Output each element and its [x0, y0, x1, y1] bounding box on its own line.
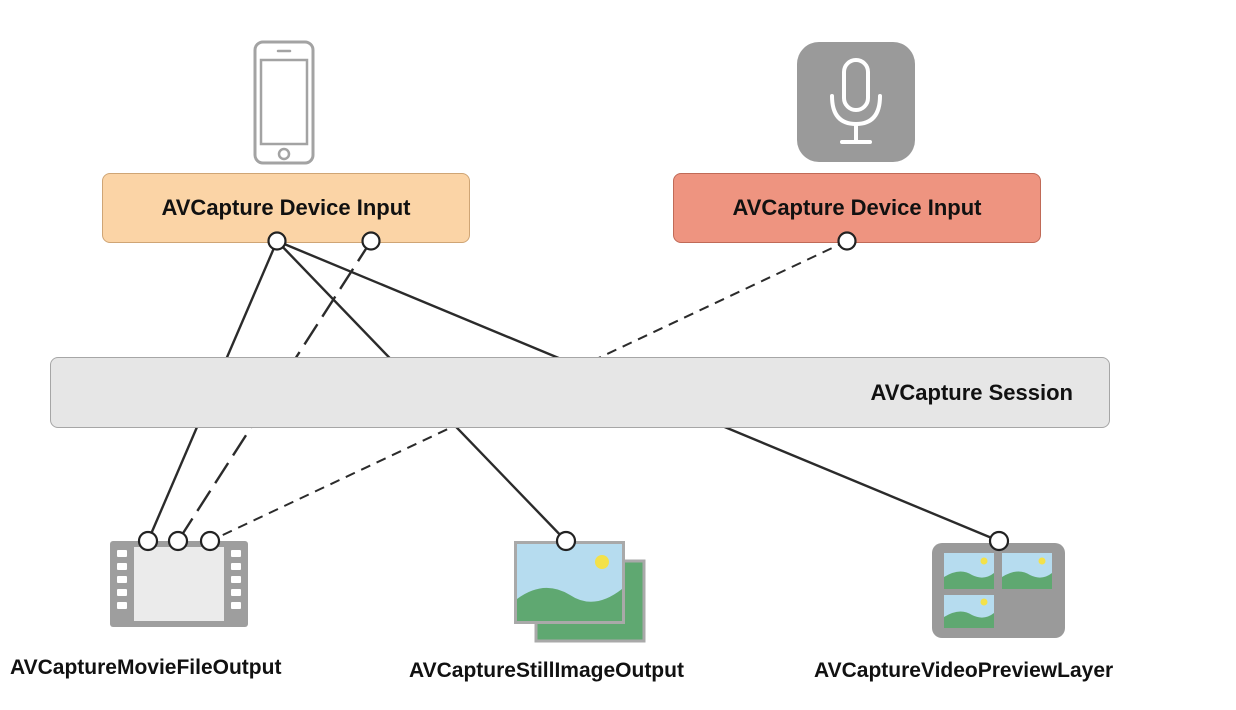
movie-file-output-port-3	[199, 530, 221, 552]
still-image-output-label: AVCaptureStillImageOutput	[409, 659, 684, 682]
video-preview-port	[988, 530, 1010, 552]
connection-audio-to-movie	[209, 240, 848, 542]
audio-input-port	[837, 231, 857, 251]
capture-session-label: AVCapture Session	[870, 379, 1073, 405]
still-image-output-port	[555, 530, 577, 552]
video-input-port-2	[361, 231, 381, 251]
photos-icon	[514, 541, 646, 643]
audio-device-input-label: AVCapture Device Input	[732, 195, 982, 220]
audio-device-input-box: AVCapture Device Input	[673, 173, 1041, 243]
movie-file-output-label: AVCaptureMovieFileOutput	[10, 656, 282, 679]
video-input-port-1	[267, 231, 287, 251]
video-device-input-box: AVCapture Device Input	[102, 173, 470, 243]
video-device-input-label: AVCapture Device Input	[161, 195, 411, 220]
iphone-icon	[253, 40, 315, 165]
capture-session-box: AVCapture Session	[50, 357, 1110, 428]
movie-file-output-port-2	[167, 530, 189, 552]
film-strip-icon	[110, 541, 248, 627]
preview-tiles-icon	[932, 543, 1065, 638]
movie-file-output-port-1	[137, 530, 159, 552]
video-preview-layer-label: AVCaptureVideoPreviewLayer	[814, 659, 1114, 682]
microphone-icon	[797, 42, 915, 162]
